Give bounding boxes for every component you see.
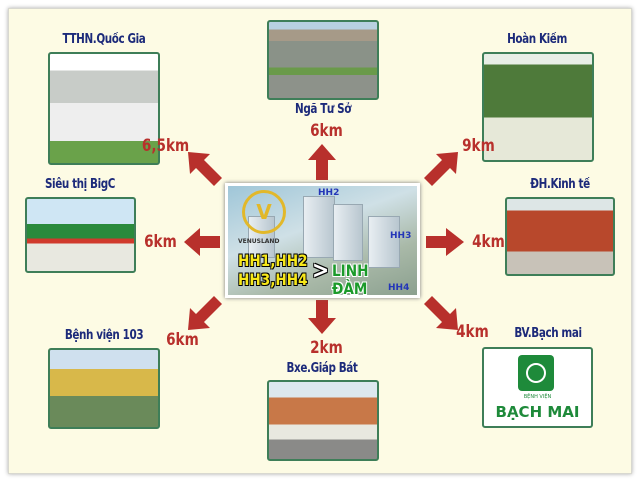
project-image: V VENUSLAND HH2 HH3 HH4 HH1,HH2 HH3,HH4 … bbox=[225, 183, 420, 298]
tower-label: HH3 bbox=[390, 231, 412, 241]
greater-than: > bbox=[312, 256, 330, 284]
arrow-up-left bbox=[188, 152, 222, 186]
logo-small-text: BỆNH VIỆN bbox=[523, 394, 552, 400]
location-label: Hoàn Kiếm bbox=[507, 32, 567, 47]
linh-dam-label: LINH ĐÀM bbox=[332, 261, 369, 298]
arrow-down-left bbox=[188, 296, 222, 330]
photo-nga-tu-so bbox=[267, 20, 379, 100]
photo-benh-vien-103 bbox=[48, 348, 160, 429]
location-label: Bệnh viện 103 bbox=[64, 328, 144, 343]
arrow-down-right bbox=[424, 296, 458, 330]
photo-bigc bbox=[25, 197, 136, 273]
location-label: TTHN.Quốc Gia bbox=[62, 32, 146, 47]
towers-line1: HH1,HH2 bbox=[238, 251, 308, 270]
arrow-down bbox=[308, 300, 336, 334]
tower-label: HH2 bbox=[318, 188, 340, 198]
photo-hoan-kiem bbox=[482, 52, 594, 162]
location-label: Bxe.Giáp Bát bbox=[286, 361, 358, 376]
distance-label: 6km bbox=[166, 330, 199, 350]
distance-label: 2km bbox=[310, 338, 343, 358]
towers-line2: HH3,HH4 bbox=[238, 270, 308, 289]
distance-label: 6km bbox=[310, 121, 343, 141]
logo-big-text: BẠCH MAI bbox=[495, 403, 580, 421]
distance-label: 6km bbox=[144, 232, 177, 252]
location-label: BV.Bạch mai bbox=[514, 326, 582, 341]
photo-giap-bat bbox=[267, 380, 379, 461]
bach-mai-logo: BỆNH VIỆN BẠCH MAI bbox=[482, 347, 593, 428]
tower-label: HH4 bbox=[388, 283, 410, 293]
arrow-up bbox=[308, 144, 336, 180]
arrow-up-right bbox=[424, 152, 458, 186]
location-label: Siêu thị BigC bbox=[44, 177, 116, 192]
arrow-left bbox=[184, 228, 220, 256]
distance-label: 9km bbox=[462, 136, 495, 156]
location-label: Ngã Tư Sở bbox=[295, 102, 351, 117]
logo-text: VENUSLAND bbox=[238, 238, 280, 245]
photo-convention-center bbox=[48, 52, 160, 165]
arrow-right bbox=[426, 228, 464, 256]
distance-label: 6,5km bbox=[141, 136, 190, 156]
photo-dh-kinh-te bbox=[505, 197, 615, 276]
distance-label: 4km bbox=[472, 232, 505, 252]
location-label: ĐH.Kinh tế bbox=[530, 177, 590, 192]
bach-mai-cross-icon bbox=[518, 355, 554, 391]
venusland-logo-icon: V bbox=[242, 190, 286, 234]
distance-label: 4km bbox=[456, 322, 489, 342]
